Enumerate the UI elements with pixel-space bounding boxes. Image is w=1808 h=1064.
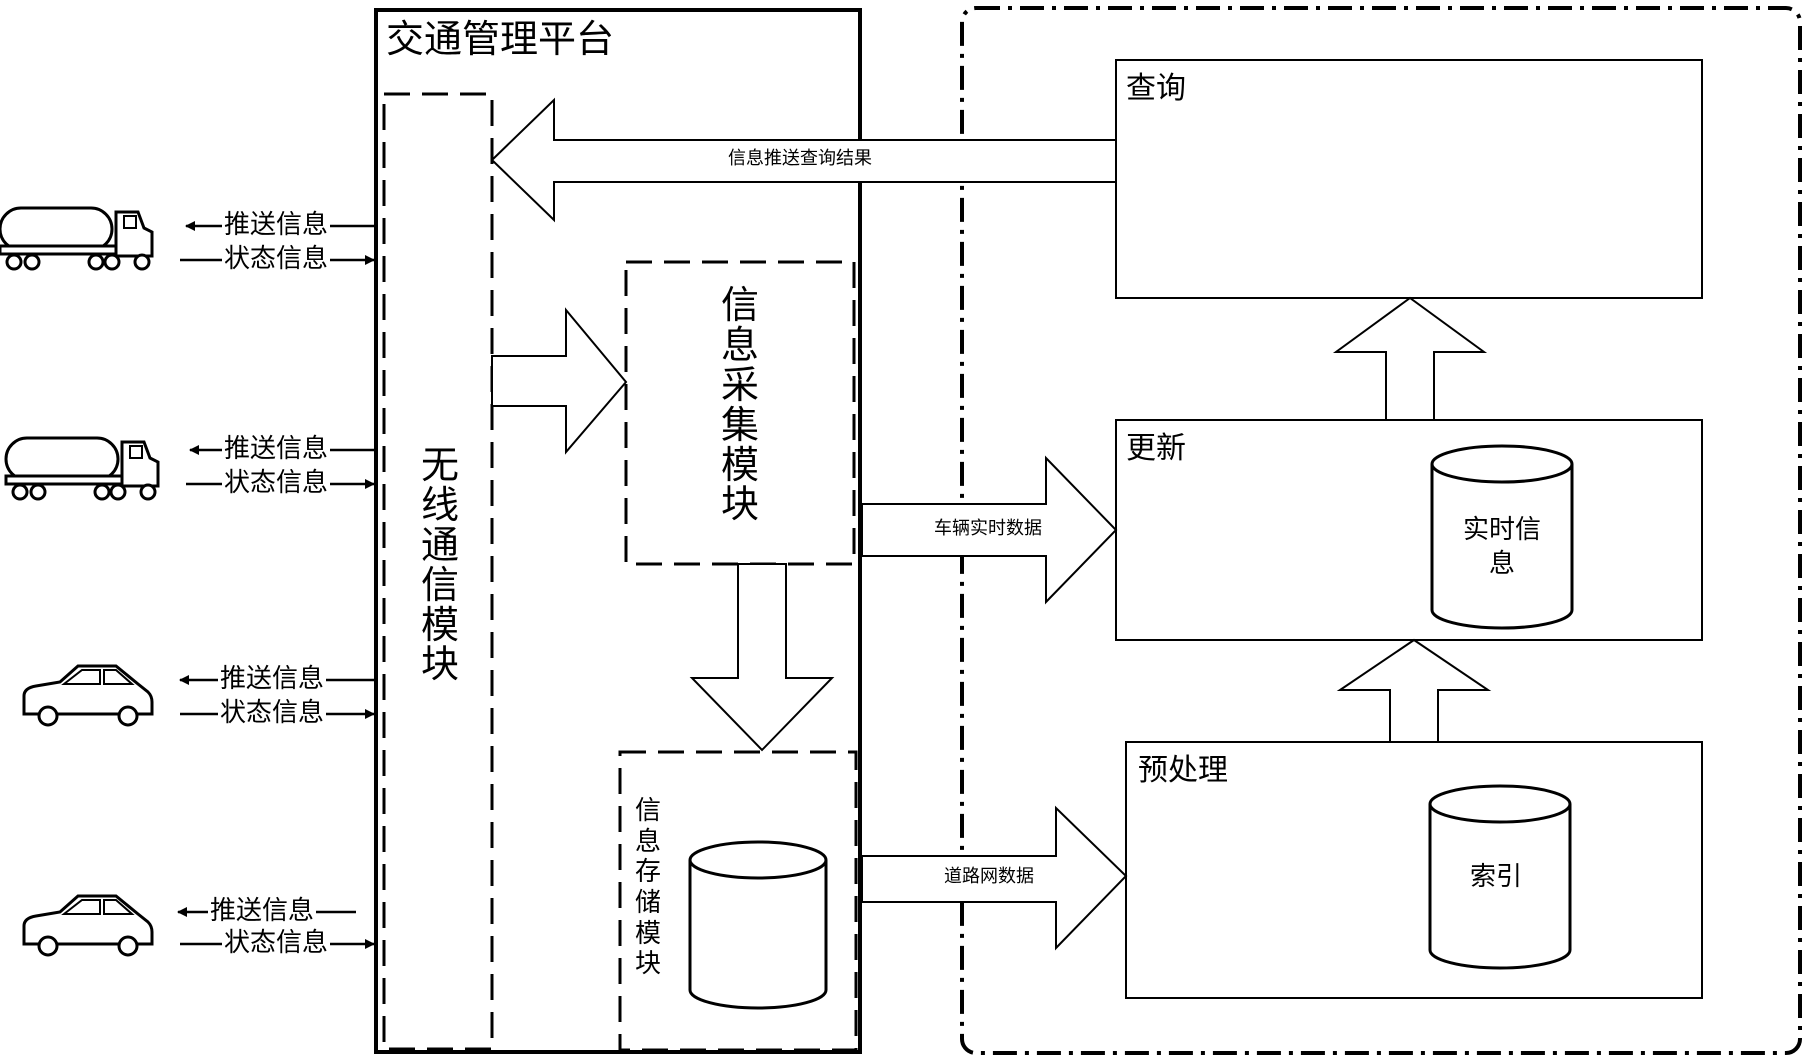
vertical-char: 块 xyxy=(634,949,661,980)
road-data-label: 道路网数据 xyxy=(944,866,1034,887)
vertical-char: 采 xyxy=(720,362,759,407)
push-info-label: 推送信息 xyxy=(222,434,331,464)
collect-module-border xyxy=(624,260,856,566)
vertical-char: 存 xyxy=(634,857,661,888)
vertical-char: 信 xyxy=(634,796,661,826)
cloud-region-border xyxy=(960,6,1802,1055)
road-data-arrow xyxy=(861,805,1128,951)
storage-module-border xyxy=(618,750,858,1052)
storage-cylinder-icon xyxy=(688,840,828,1010)
tanker-truck-icon xyxy=(4,436,160,501)
vertical-char: 线 xyxy=(420,482,459,527)
query-label: 查询 xyxy=(1126,71,1186,106)
realtime-db-label: 实时信息 xyxy=(1462,515,1541,579)
vertical-char: 息 xyxy=(634,826,661,857)
preprocess-to-update-arrow xyxy=(1336,638,1492,743)
status-info-label: 状态信息 xyxy=(222,928,331,958)
vertical-char: 无 xyxy=(420,443,459,487)
push-info-label: 推送信息 xyxy=(218,664,327,694)
vertical-char: 储 xyxy=(634,888,661,919)
update-label: 更新 xyxy=(1126,431,1186,466)
query-box xyxy=(1115,59,1703,299)
vertical-char: 模 xyxy=(420,602,459,647)
realtime-cylinder-icon xyxy=(1430,444,1574,630)
tanker-truck-icon xyxy=(0,206,154,271)
push-info-label: 推送信息 xyxy=(222,210,331,240)
vertical-char: 集 xyxy=(720,402,759,447)
wireless-to-collect-arrow xyxy=(491,307,628,455)
platform-border xyxy=(374,8,862,1054)
car-icon xyxy=(22,664,154,727)
vertical-char: 信 xyxy=(720,283,759,327)
status-info-label: 状态信息 xyxy=(222,244,331,274)
push-info-label: 推送信息 xyxy=(208,896,317,926)
vehicle-data-label: 车辆实时数据 xyxy=(934,518,1042,539)
collect-to-storage-arrow xyxy=(689,563,835,752)
preprocess-box xyxy=(1125,741,1703,999)
push-result-arrow xyxy=(490,97,1117,223)
vertical-char: 息 xyxy=(720,322,759,367)
index-cylinder-icon xyxy=(1428,784,1572,970)
wireless-module-label: 无线通信模块 xyxy=(418,443,462,687)
vertical-char: 信 xyxy=(420,562,459,607)
collect-module-label: 信息采集模块 xyxy=(718,283,762,527)
vertical-char: 块 xyxy=(420,642,459,687)
storage-module-label: 信息存储模块 xyxy=(630,796,666,980)
vertical-char: 模 xyxy=(720,442,759,487)
vertical-char: 通 xyxy=(420,522,459,567)
status-info-label: 状态信息 xyxy=(222,468,331,498)
vertical-char: 块 xyxy=(720,482,759,527)
status-info-label: 状态信息 xyxy=(218,698,327,728)
car-icon xyxy=(22,894,154,957)
vehicle-data-arrow xyxy=(861,455,1118,605)
preprocess-label: 预处理 xyxy=(1138,753,1228,788)
update-to-query-arrow xyxy=(1332,296,1488,421)
push-result-label: 信息推送查询结果 xyxy=(728,148,872,169)
platform-title: 交通管理平台 xyxy=(386,17,615,61)
index-db-label: 索引 xyxy=(1470,862,1523,892)
vertical-char: 模 xyxy=(634,918,661,949)
wireless-module-border xyxy=(382,92,494,1051)
vehicle-signal-arrows xyxy=(177,221,376,949)
update-box xyxy=(1115,419,1703,641)
